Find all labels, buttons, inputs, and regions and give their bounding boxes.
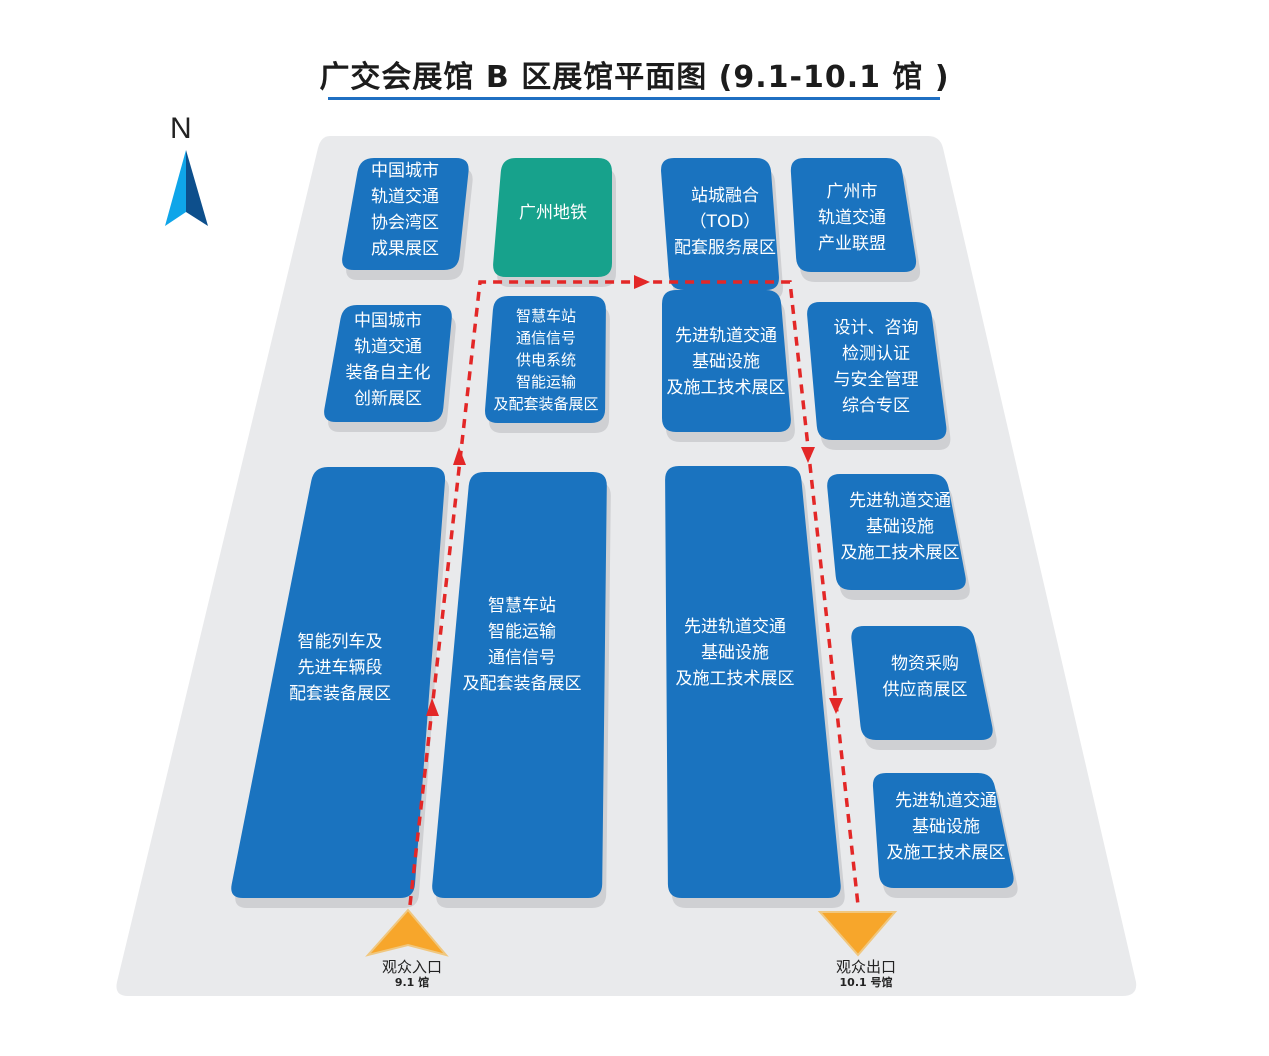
exhibit-zone-z9[interactable] xyxy=(231,467,446,898)
zone-label-z2: 广州地铁 xyxy=(519,203,587,223)
exhibit-zone-z11[interactable] xyxy=(665,466,841,898)
north-label: N xyxy=(170,112,192,145)
exit-arrow-icon xyxy=(817,911,898,957)
title-underline xyxy=(328,97,940,100)
exhibit-zone-z2[interactable] xyxy=(493,158,612,277)
exhibit-zone-z13[interactable] xyxy=(851,626,993,740)
zone-label-z13: 物资采购 供应商展区 xyxy=(882,654,968,700)
map-title: 广交会展馆 B 区展馆平面图 (9.1-10.1 馆 ) xyxy=(319,60,950,95)
zone-label-z1: 中国城市 轨道交通 协会湾区 成果展区 xyxy=(371,161,439,259)
zone-label-z5: 中国城市 轨道交通 装备自主化 创新展区 xyxy=(345,311,431,409)
zone-label-z12: 先进轨道交通 基础设施 及施工技术展区 xyxy=(840,491,960,563)
zone-label-z11: 先进轨道交通 基础设施 及施工技术展区 xyxy=(675,617,795,689)
exhibit-zone-z10[interactable] xyxy=(432,472,607,898)
zone-label-z14: 先进轨道交通 基础设施 及施工技术展区 xyxy=(886,791,1006,863)
entrance-hall: 9.1 馆 xyxy=(394,976,430,989)
north-arrow-icon xyxy=(165,150,208,226)
exhibit-zone-z3[interactable] xyxy=(661,158,779,290)
exit-caption: 观众出口 10.1 号馆 xyxy=(836,958,896,990)
exhibit-zone-z6[interactable] xyxy=(485,296,606,423)
exhibit-zone-z12[interactable] xyxy=(827,474,966,590)
exhibit-zone-z8[interactable] xyxy=(807,302,947,440)
exhibit-zone-z7[interactable] xyxy=(662,290,791,432)
exhibit-zone-z5[interactable] xyxy=(324,305,452,422)
zone-label-z9: 智能列车及 先进车辆段 配套装备展区 xyxy=(289,632,391,704)
entrance-caption: 观众入口 9.1 馆 xyxy=(382,958,442,990)
zone-label-z7: 先进轨道交通 基础设施 及施工技术展区 xyxy=(666,326,786,398)
exit-label: 观众出口 xyxy=(835,958,897,976)
entrance-label: 观众入口 xyxy=(381,958,443,976)
zone-label-z8: 设计、咨询 检测认证 与安全管理 综合专区 xyxy=(833,318,919,416)
route-arrows xyxy=(426,275,843,716)
exhibit-zone-z4[interactable] xyxy=(790,158,917,272)
zone-label-z10: 智慧车站 智能运输 通信信号 及配套装备展区 xyxy=(462,596,582,694)
zone-label-z4: 广州市 轨道交通 产业联盟 xyxy=(818,182,886,254)
zone-label-z6: 智慧车站 通信信号 供电系统 智能运输 及配套装备展区 xyxy=(493,307,599,413)
exhibit-zone-z14[interactable] xyxy=(872,773,1014,888)
exit-hall: 10.1 号馆 xyxy=(839,976,893,989)
zone-label-z3: 站城融合 （TOD） 配套服务展区 xyxy=(674,186,776,258)
exhibit-zone-z1[interactable] xyxy=(342,158,469,270)
entrance-arrow-icon xyxy=(365,908,449,957)
visitor-route xyxy=(408,280,860,906)
